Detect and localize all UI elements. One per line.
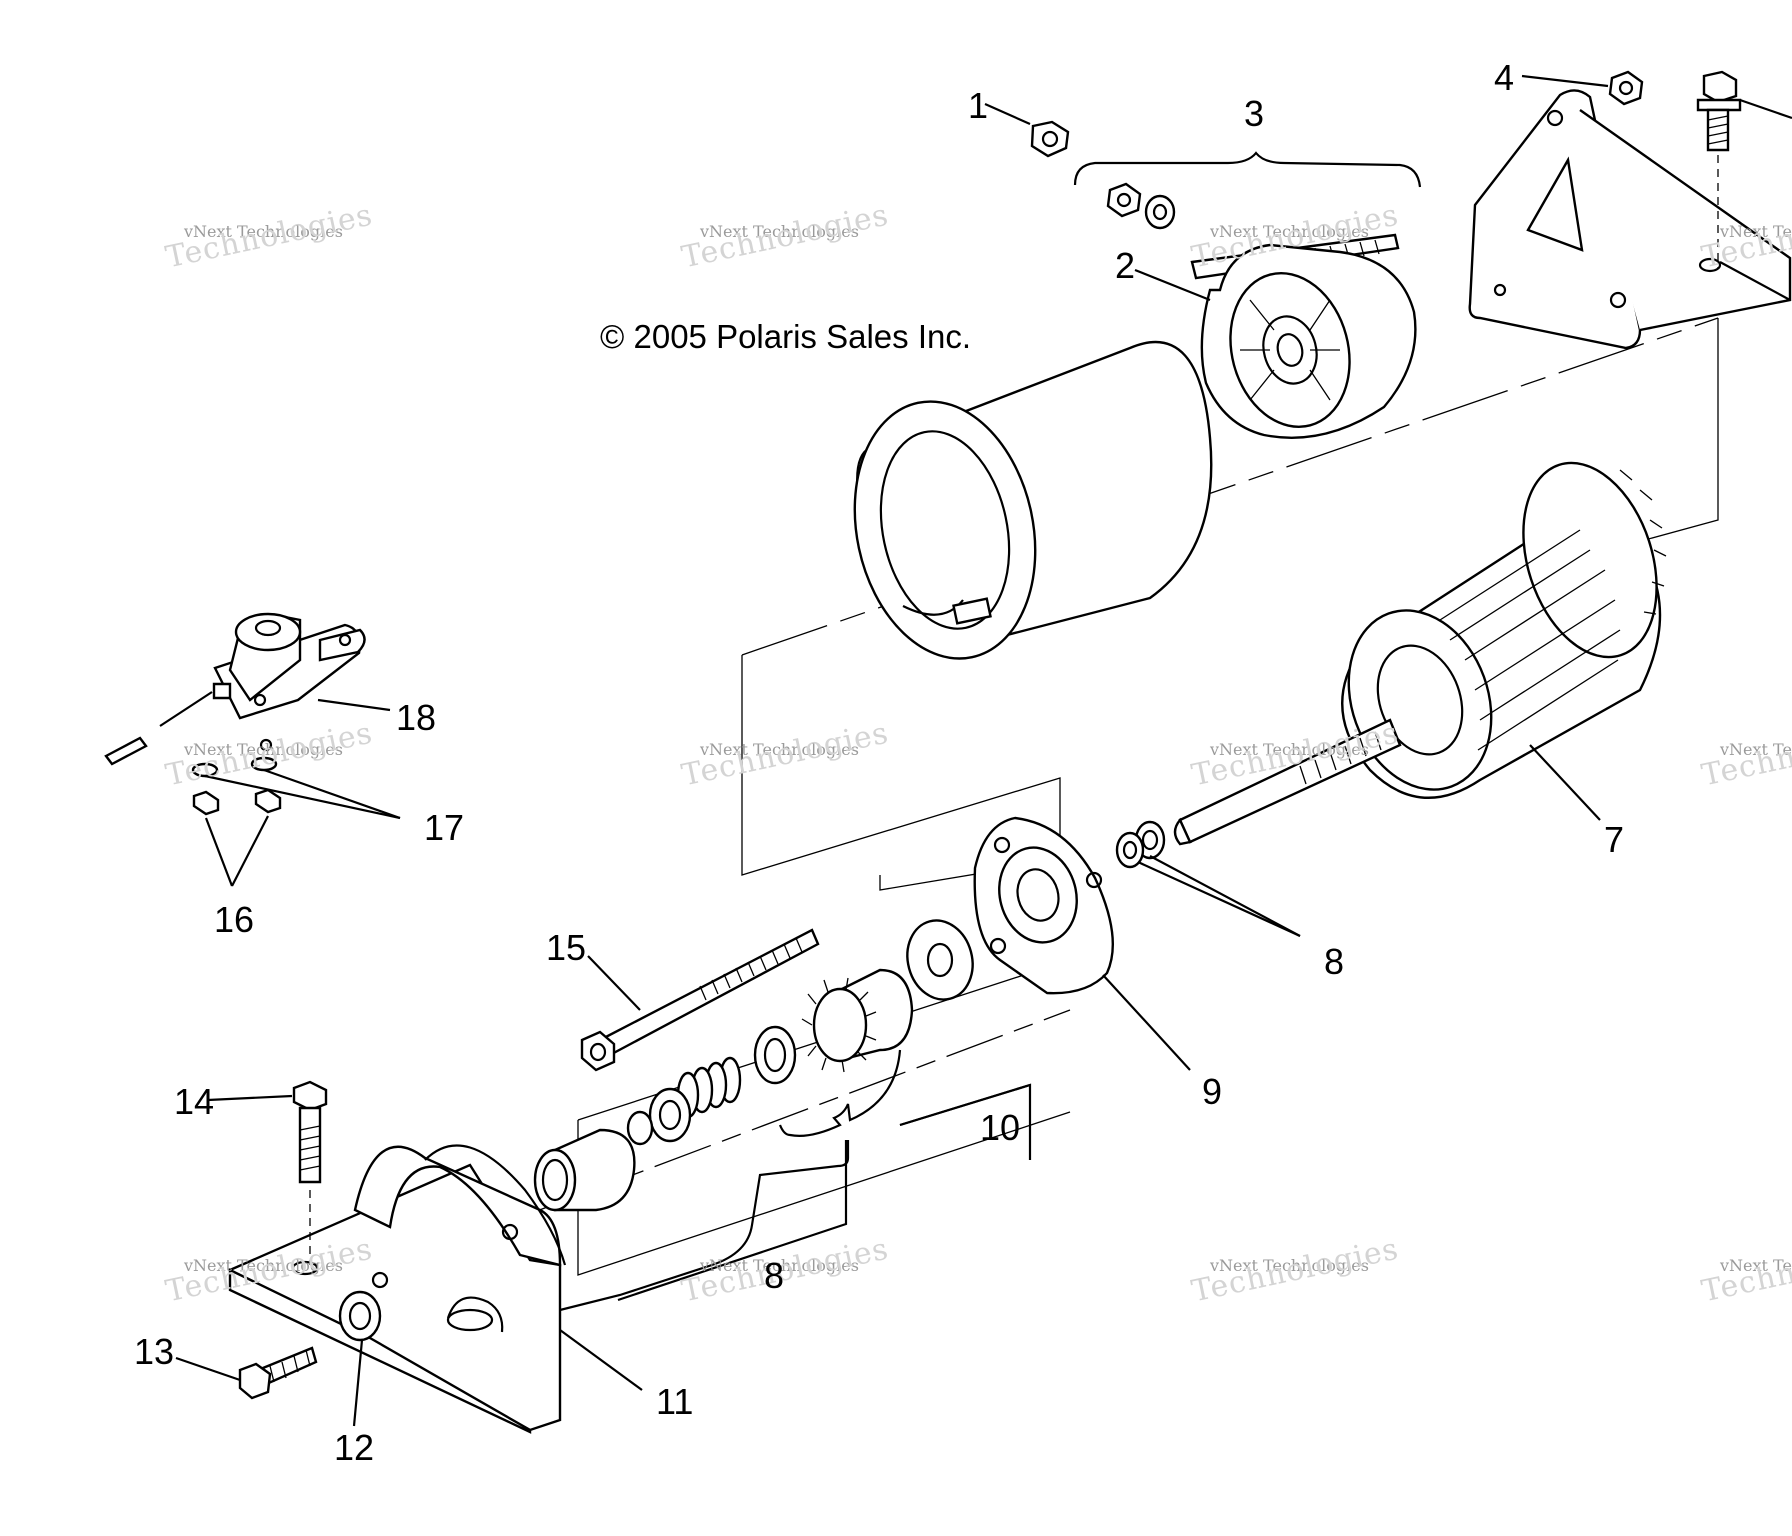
callout-13: 13 bbox=[134, 1331, 175, 1372]
part-4-nut-and-bracket bbox=[1470, 72, 1790, 348]
part-1-nut bbox=[985, 104, 1068, 156]
part-11-bracket bbox=[230, 1145, 642, 1432]
callout-14: 14 bbox=[174, 1081, 215, 1122]
part-13-bolt bbox=[176, 1348, 316, 1398]
leader-lines bbox=[618, 1085, 1030, 1300]
callout-10: 10 bbox=[980, 1107, 1021, 1148]
part-10-drive bbox=[755, 913, 981, 1136]
part-14-bolt bbox=[208, 1082, 326, 1274]
callout-16: 16 bbox=[214, 899, 255, 940]
callout-9: 9 bbox=[1202, 1071, 1223, 1112]
copyright-notice: © 2005 Polaris Sales Inc. bbox=[600, 318, 972, 355]
bolt-top-right bbox=[1698, 72, 1792, 268]
callout-18: 18 bbox=[396, 697, 437, 738]
part-8-spring-set bbox=[513, 1058, 848, 1311]
part-18-solenoid bbox=[106, 614, 390, 764]
part-16-17-nuts-washers bbox=[193, 740, 400, 886]
part-8-washers bbox=[1117, 822, 1300, 936]
callout-3: 3 bbox=[1244, 93, 1265, 134]
part-15-through-bolt bbox=[582, 930, 818, 1070]
callout-1: 1 bbox=[968, 85, 989, 126]
callout-4: 4 bbox=[1494, 57, 1515, 98]
callout-15: 15 bbox=[546, 927, 587, 968]
callout-8-spring-set: 8 bbox=[764, 1255, 785, 1296]
callout-12: 12 bbox=[334, 1427, 375, 1468]
part-2-end-cap bbox=[1135, 245, 1415, 440]
callout-8-washers: 8 bbox=[1324, 941, 1345, 982]
part-12-washer bbox=[340, 1292, 380, 1426]
callout-7: 7 bbox=[1604, 819, 1625, 860]
part-9-end-plate bbox=[975, 818, 1190, 1070]
callout-2: 2 bbox=[1115, 245, 1136, 286]
callout-11: 11 bbox=[656, 1381, 694, 1422]
part-7-armature bbox=[1175, 446, 1680, 844]
callout-17: 17 bbox=[424, 807, 465, 848]
part-housing-yoke bbox=[832, 342, 1211, 675]
